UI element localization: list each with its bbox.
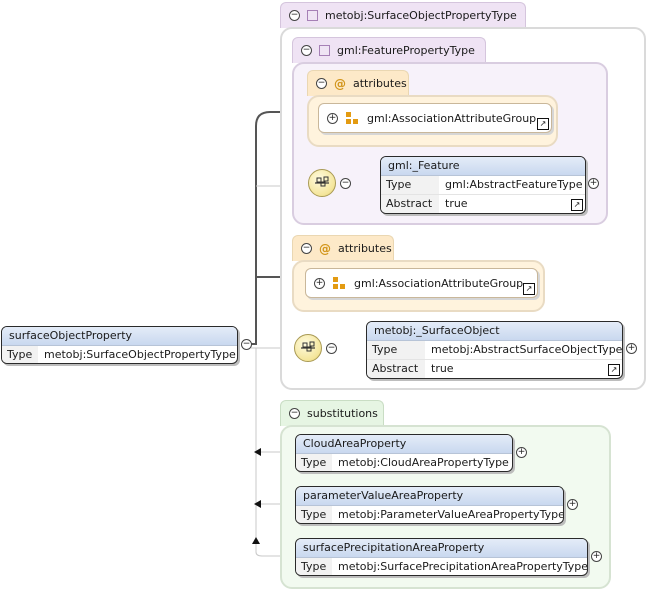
link-icon[interactable]: ↗: [523, 283, 535, 295]
expand-icon[interactable]: +: [588, 178, 599, 189]
base-type-name: gml:FeaturePropertyType: [337, 44, 475, 57]
expand-icon[interactable]: +: [626, 343, 637, 354]
link-icon[interactable]: ↗: [571, 199, 583, 211]
attributes-label: attributes: [353, 77, 407, 90]
sequence-glyph: [301, 341, 315, 352]
collapse-icon[interactable]: −: [340, 178, 351, 189]
collapse-icon[interactable]: −: [301, 45, 312, 56]
abstract-label: Abstract: [367, 360, 425, 378]
arrowhead-precip: [252, 537, 260, 544]
substitutions-header[interactable]: − substitutions: [280, 400, 384, 426]
type-value: metobj:AbstractSurfaceObjectType: [431, 343, 623, 356]
substitutions-label: substitutions: [307, 407, 378, 420]
arrowhead-cloud: [254, 448, 261, 456]
sequence-icon[interactable]: [308, 169, 336, 197]
sequence-icon[interactable]: [294, 334, 322, 362]
expand-icon[interactable]: +: [567, 499, 578, 510]
attribute-icon: @: [319, 241, 331, 256]
link-icon[interactable]: ↗: [608, 364, 620, 376]
substitution-item-precipitation[interactable]: surfacePrecipitationAreaProperty Type me…: [295, 538, 588, 576]
attribute-icon: @: [334, 76, 346, 91]
type-label: Type: [2, 346, 38, 363]
surface-object-element[interactable]: metobj:_SurfaceObject Type metobj:Abstra…: [366, 321, 623, 379]
abstract-value: true: [431, 362, 454, 375]
type-value: metobj:ParameterValueAreaPropertyType: [338, 508, 564, 521]
attribute-group-icon: [333, 276, 346, 290]
collapse-icon[interactable]: −: [289, 10, 300, 21]
expand-icon[interactable]: +: [314, 277, 325, 289]
expand-icon[interactable]: +: [591, 551, 602, 562]
substitution-name: CloudAreaProperty: [296, 435, 512, 454]
type-label: Type: [381, 176, 439, 194]
complex-type-icon: [307, 10, 318, 21]
expand-icon[interactable]: +: [516, 447, 527, 458]
type-label: Type: [367, 341, 425, 359]
type-label: Type: [296, 558, 332, 575]
base-type-header[interactable]: − gml:FeaturePropertyType: [292, 37, 486, 63]
root-element[interactable]: surfaceObjectProperty Type metobj:Surfac…: [1, 326, 238, 364]
feature-element-name: gml:_Feature: [381, 157, 585, 176]
complex-type-name: metobj:SurfaceObjectPropertyType: [325, 9, 517, 22]
type-value: metobj:CloudAreaPropertyType: [338, 456, 509, 469]
arrowhead-parameter: [254, 500, 261, 508]
substitution-item-cloud[interactable]: CloudAreaProperty Type metobj:CloudAreaP…: [295, 434, 513, 472]
type-value: gml:AbstractFeatureType: [445, 178, 583, 191]
collapse-icon[interactable]: −: [301, 243, 312, 254]
root-element-name: surfaceObjectProperty: [2, 327, 237, 346]
surface-object-name: metobj:_SurfaceObject: [367, 322, 622, 341]
attribute-group-name: gml:AssociationAttributeGroup: [354, 276, 524, 290]
attribute-group-name: gml:AssociationAttributeGroup: [367, 111, 537, 125]
abstract-value: true: [445, 197, 468, 210]
type-value: metobj:SurfaceObjectPropertyType: [44, 348, 236, 361]
attributes-label: attributes: [338, 242, 392, 255]
substitution-item-parameter[interactable]: parameterValueAreaProperty Type metobj:P…: [295, 486, 564, 524]
collapse-icon[interactable]: −: [316, 78, 327, 89]
attributes-header[interactable]: − @ attributes: [292, 235, 394, 261]
attribute-group-icon: [346, 111, 359, 125]
collapse-icon[interactable]: −: [326, 343, 337, 354]
collapse-icon[interactable]: −: [241, 339, 252, 350]
substitution-name: parameterValueAreaProperty: [296, 487, 563, 506]
expand-icon[interactable]: +: [327, 112, 338, 124]
type-value: metobj:SurfacePrecipitationAreaPropertyT…: [338, 560, 588, 573]
attribute-group-ref[interactable]: + gml:AssociationAttributeGroup ↗: [305, 268, 538, 298]
sequence-glyph: [315, 176, 329, 187]
collapse-icon[interactable]: −: [289, 408, 300, 419]
base-attributes-header[interactable]: − @ attributes: [307, 70, 409, 96]
complex-type-header[interactable]: − metobj:SurfaceObjectPropertyType: [280, 2, 526, 28]
abstract-label: Abstract: [381, 195, 439, 213]
substitution-name: surfacePrecipitationAreaProperty: [296, 539, 587, 558]
type-label: Type: [296, 506, 332, 523]
feature-element[interactable]: gml:_Feature Type gml:AbstractFeatureTyp…: [380, 156, 586, 214]
attribute-group-ref[interactable]: + gml:AssociationAttributeGroup ↗: [318, 103, 552, 133]
complex-type-icon: [319, 45, 330, 56]
type-label: Type: [296, 454, 332, 471]
link-icon[interactable]: ↗: [537, 118, 549, 130]
